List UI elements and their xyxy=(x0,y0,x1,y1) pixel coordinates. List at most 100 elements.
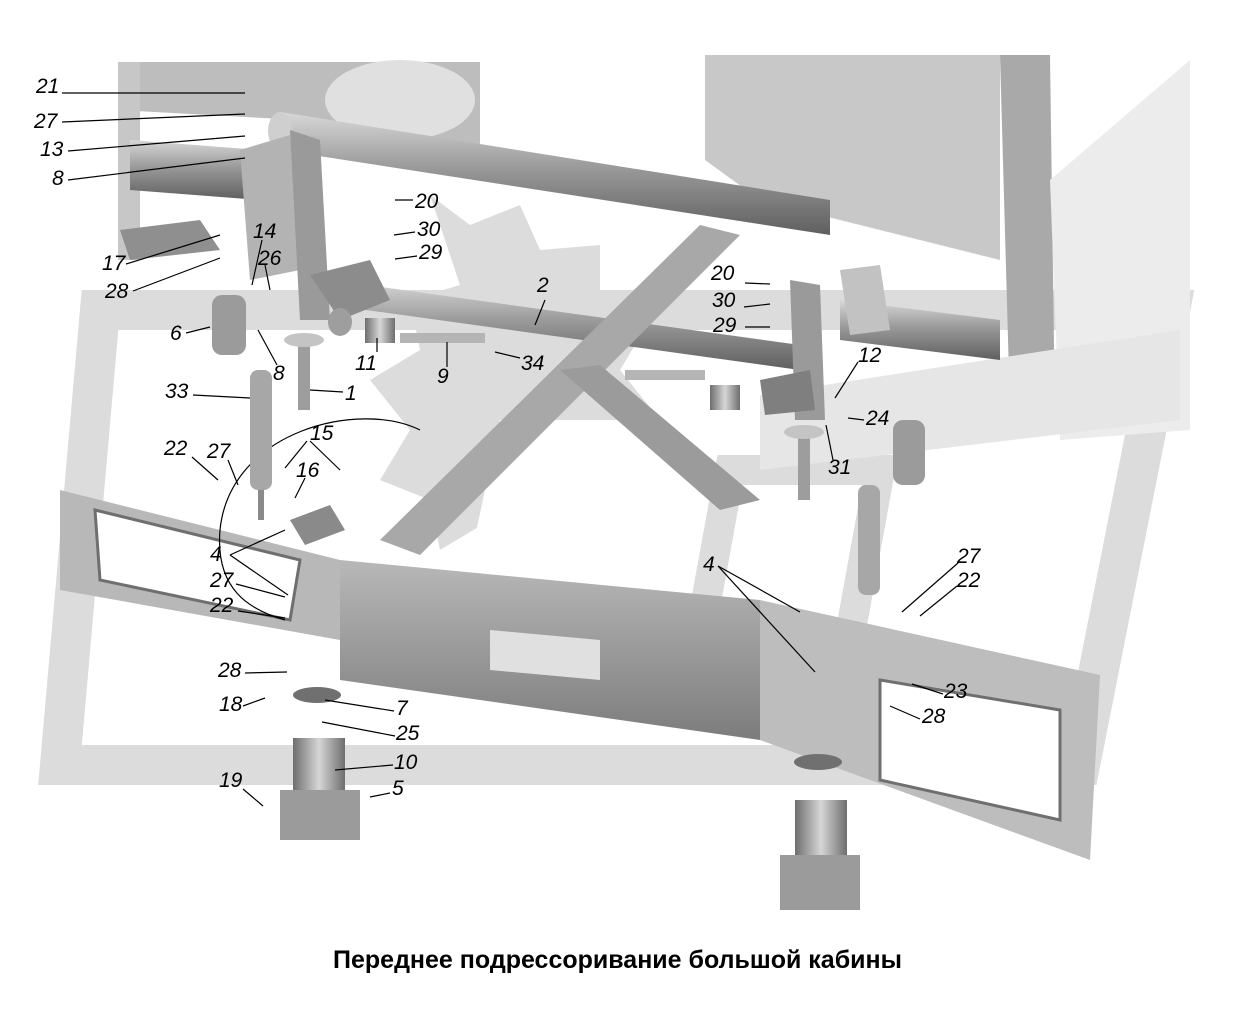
callout-label: 27 xyxy=(206,440,232,463)
callout-label: 21 xyxy=(35,75,59,98)
leader-line xyxy=(717,565,816,673)
leader-line xyxy=(244,671,288,674)
callout-24: 24 xyxy=(847,407,889,430)
leader-line xyxy=(494,351,521,359)
callout-label: 11 xyxy=(355,352,377,375)
callout-27: 27 xyxy=(33,110,246,133)
left-mount-bracket xyxy=(120,130,330,320)
leader-line xyxy=(911,683,944,695)
callout-8: 8 xyxy=(257,329,285,385)
leader-line xyxy=(309,440,341,471)
callout-29: 29 xyxy=(712,314,770,337)
callout-31: 31 xyxy=(825,424,851,479)
callout-29: 29 xyxy=(394,241,443,264)
callout-label: 5 xyxy=(392,777,404,800)
leader-line xyxy=(237,610,286,619)
callout-20: 20 xyxy=(710,262,771,285)
leader-line xyxy=(185,326,211,334)
leader-line xyxy=(67,135,246,152)
callout-label: 4 xyxy=(210,543,222,566)
callout-label: 20 xyxy=(414,190,439,213)
callout-21: 21 xyxy=(35,75,245,98)
callout-label: 28 xyxy=(217,659,242,682)
callout-2: 2 xyxy=(534,274,549,326)
callout-27: 27 xyxy=(206,440,239,486)
callout-4: 4 xyxy=(210,529,286,566)
callout-label: 7 xyxy=(396,697,409,720)
callout-label: 1 xyxy=(345,382,357,405)
leader-line xyxy=(321,721,396,737)
callout-label: 13 xyxy=(40,138,64,161)
callout-28: 28 xyxy=(217,659,288,682)
coil-spring-right xyxy=(780,754,860,910)
callout-28: 28 xyxy=(104,257,221,303)
leader-line xyxy=(227,459,239,486)
callout-label: 27 xyxy=(209,569,235,592)
front-springs xyxy=(365,318,740,410)
leader-line xyxy=(744,282,771,285)
leader-line xyxy=(264,264,271,291)
leader-line xyxy=(369,792,391,798)
leader-line xyxy=(242,697,266,707)
callout-label: 27 xyxy=(33,110,59,133)
pins xyxy=(284,333,824,500)
callout-label: 18 xyxy=(219,693,243,716)
leader-line xyxy=(743,303,771,308)
callout-label: 10 xyxy=(394,751,418,774)
leader-line xyxy=(309,389,344,393)
callout-label: 34 xyxy=(521,352,544,375)
leader-line xyxy=(284,440,308,469)
callout-9: 9 xyxy=(437,342,449,388)
callout-label: 23 xyxy=(943,680,968,703)
callout-label: 30 xyxy=(417,218,441,241)
shock-absorber-right xyxy=(858,485,880,595)
callout-1: 1 xyxy=(309,382,357,405)
rubber-buffer-right xyxy=(893,420,925,485)
callout-25: 25 xyxy=(321,721,420,745)
rubber-buffer-left xyxy=(212,295,246,355)
leader-line xyxy=(919,585,958,617)
callout-label: 16 xyxy=(296,459,320,482)
callout-22: 22 xyxy=(209,594,286,619)
leader-line xyxy=(257,329,278,366)
callout-label: 15 xyxy=(310,422,334,445)
callout-10: 10 xyxy=(334,751,418,774)
callout-5: 5 xyxy=(369,777,404,800)
callout-label: 14 xyxy=(253,220,276,243)
callout-label: 29 xyxy=(418,241,443,264)
coil-spring-left xyxy=(280,687,360,840)
callout-13: 13 xyxy=(40,135,246,161)
callout-7: 7 xyxy=(324,697,409,720)
leader-line xyxy=(61,113,246,123)
callout-30: 30 xyxy=(712,289,771,312)
leader-line xyxy=(889,705,921,720)
leader-line xyxy=(534,299,546,326)
leader-line xyxy=(191,456,219,481)
callout-14: 14 xyxy=(251,220,276,286)
front-beam xyxy=(60,490,1100,860)
callout-30: 30 xyxy=(393,218,441,241)
callout-22: 22 xyxy=(919,569,981,617)
callout-label: 22 xyxy=(209,594,234,617)
callout-label: 20 xyxy=(710,262,735,285)
leader-line xyxy=(235,583,286,598)
callout-label: 27 xyxy=(956,545,982,568)
cab-panel-left xyxy=(118,60,480,260)
leader-line xyxy=(294,477,306,499)
callout-4: 4 xyxy=(703,553,801,613)
leader-line xyxy=(834,361,859,399)
callout-19: 19 xyxy=(219,769,264,807)
callout-22: 22 xyxy=(163,437,219,481)
leader-line xyxy=(847,417,865,421)
leader-line xyxy=(67,157,246,181)
callout-label: 17 xyxy=(102,252,127,275)
callout-label: 28 xyxy=(104,280,129,303)
callout-label: 8 xyxy=(52,167,64,190)
diagram-caption: Переднее подрессоривание большой кабины xyxy=(333,946,902,974)
callout-33: 33 xyxy=(165,380,251,403)
callout-label: 19 xyxy=(219,769,243,792)
callout-label: 29 xyxy=(712,314,737,337)
callout-label: 6 xyxy=(170,322,182,345)
